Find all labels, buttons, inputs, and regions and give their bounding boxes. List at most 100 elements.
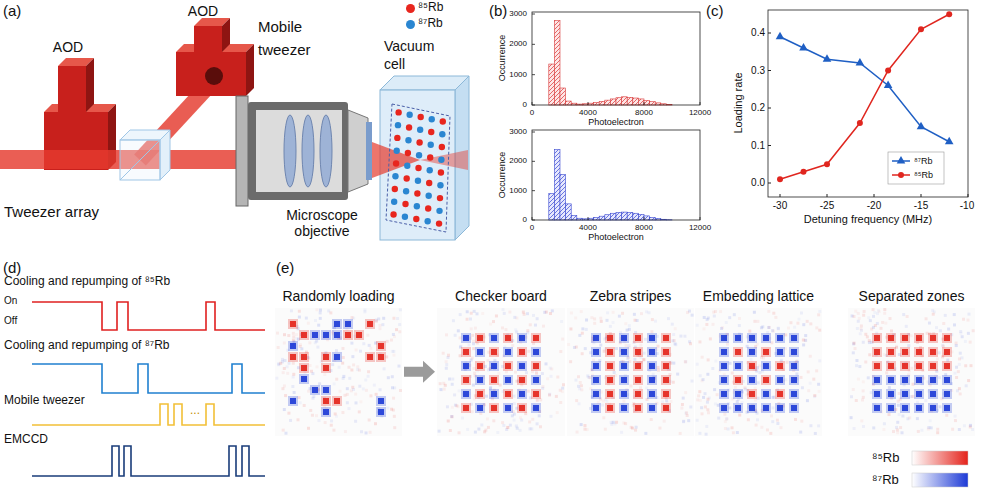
noise — [883, 422, 886, 425]
noise — [866, 335, 869, 338]
noise — [928, 321, 931, 324]
noise — [369, 431, 372, 434]
atom-spot-halo — [531, 403, 541, 413]
atom — [403, 175, 409, 181]
noise — [642, 358, 645, 361]
noise — [857, 320, 860, 323]
noise — [574, 316, 577, 319]
noise — [578, 387, 581, 390]
atom-spot-halo — [354, 330, 364, 340]
noise — [356, 365, 359, 368]
data-marker — [776, 32, 785, 39]
noise — [450, 415, 453, 418]
noise — [890, 329, 893, 332]
noise — [605, 400, 608, 403]
noise — [896, 431, 899, 434]
noise — [580, 310, 583, 313]
tick-label: 0.1 — [751, 140, 765, 152]
noise — [672, 381, 675, 384]
noise — [967, 312, 970, 315]
noise — [947, 327, 950, 330]
noise — [858, 365, 861, 368]
noise — [292, 375, 295, 378]
atom-spot-halo — [719, 403, 729, 413]
atom-spot-halo — [503, 333, 513, 343]
noise — [686, 311, 689, 314]
atom — [416, 139, 422, 145]
noise — [953, 323, 956, 326]
noise — [287, 334, 290, 337]
noise — [277, 346, 280, 349]
aod-block — [58, 58, 94, 112]
atom-spot — [874, 349, 880, 355]
atom-spot — [607, 377, 613, 383]
atom-spot — [635, 391, 641, 397]
lens — [302, 115, 314, 187]
focused-beam — [372, 142, 420, 178]
noise — [286, 372, 289, 375]
atom-spot — [505, 405, 511, 411]
atom-spot — [477, 405, 483, 411]
atom-spot — [519, 335, 525, 341]
atom-spot — [635, 363, 641, 369]
atom-spot-halo — [321, 352, 331, 362]
noise — [367, 370, 370, 373]
noise — [862, 389, 865, 392]
noise — [495, 314, 498, 317]
data-marker — [945, 137, 954, 144]
atom-spot-halo — [332, 396, 342, 406]
noise — [684, 411, 687, 414]
atom-spot — [888, 377, 894, 383]
noise — [513, 316, 516, 319]
atom-spot — [916, 391, 922, 397]
noise — [744, 387, 747, 390]
noise — [448, 377, 451, 380]
atom-spot-halo — [343, 330, 353, 340]
atom-spot — [777, 377, 783, 383]
atom-spot — [477, 335, 483, 341]
atom-spot — [916, 335, 922, 341]
noise — [770, 414, 773, 417]
atom-spot — [345, 332, 351, 338]
tick — [588, 102, 589, 105]
noise — [671, 322, 674, 325]
noise — [771, 420, 774, 423]
histogram-bar — [633, 213, 639, 220]
noise — [707, 358, 710, 361]
atom-spot — [902, 377, 908, 383]
atom-spot — [463, 363, 469, 369]
noise — [363, 308, 366, 311]
atom-spot — [607, 349, 613, 355]
atom-spot — [763, 405, 769, 411]
data-marker — [777, 176, 783, 182]
atom-spot — [874, 363, 880, 369]
atom-spot — [378, 398, 384, 404]
noise — [732, 431, 735, 434]
atom-spot — [491, 349, 497, 355]
image-panel: Zebra stripes — [567, 288, 694, 436]
noise — [362, 387, 365, 390]
noise — [283, 367, 286, 370]
noise — [867, 316, 870, 319]
atom-spot-halo — [310, 330, 320, 340]
noise — [352, 363, 355, 366]
atom-spot — [378, 409, 384, 415]
noise — [897, 404, 900, 407]
noise — [873, 311, 876, 314]
noise — [487, 426, 490, 429]
noise — [473, 371, 476, 374]
atom — [428, 142, 434, 148]
beam-splitter — [120, 130, 170, 180]
noise — [311, 372, 314, 375]
noise — [295, 337, 298, 340]
noise — [501, 421, 504, 424]
noise — [381, 323, 384, 326]
atom-spot — [533, 349, 539, 355]
atom-spot-halo — [761, 361, 771, 371]
atom-spot-halo — [619, 389, 629, 399]
noise — [346, 387, 349, 390]
noise — [338, 366, 341, 369]
noise — [738, 324, 741, 327]
noise — [307, 321, 310, 324]
atom-spot-halo — [591, 389, 601, 399]
